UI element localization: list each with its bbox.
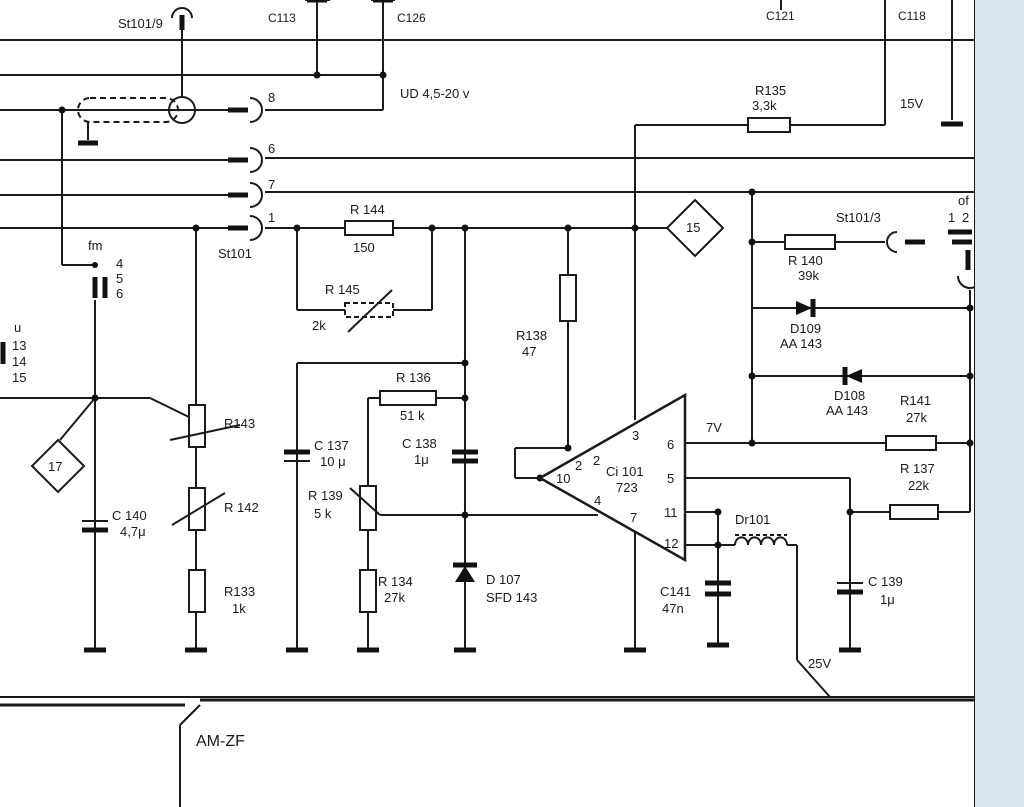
board-outline: [0, 0, 975, 807]
label-ic-pin-7: 7: [630, 510, 637, 525]
label-c126: C126: [397, 11, 426, 25]
label-ic-pin-2b: 2: [593, 453, 600, 468]
choke-dr101: [734, 534, 788, 546]
label-am-13: 13: [12, 338, 26, 353]
shielded-cable: [77, 7, 196, 140]
label-pin-6: 6: [268, 141, 275, 156]
label-ic-pin-11: 11: [664, 505, 678, 520]
label-ic-pin-2a: 2: [575, 458, 582, 473]
label-r134-name: R 134: [378, 574, 413, 589]
label-ic-pin-12: 12: [664, 536, 678, 551]
label-of: of: [958, 193, 969, 208]
label-node-15: 15: [686, 220, 700, 235]
label-r141-value: 27k: [906, 410, 927, 425]
ground-symbols: [78, 121, 963, 653]
label-switch-1: 1: [948, 210, 955, 225]
label-25v: 25V: [808, 656, 831, 671]
label-c121: C121: [766, 9, 795, 23]
capacitors: [82, 0, 863, 597]
label-ic-name: Ci 101: [606, 464, 644, 479]
label-r141-name: R141: [900, 393, 931, 408]
label-am-u: u: [14, 320, 21, 335]
label-7v: 7V: [706, 420, 722, 435]
st101-connector: [228, 97, 263, 241]
label-pin-7: 7: [268, 177, 275, 192]
label-c140-value: 4,7μ: [120, 524, 146, 539]
label-am-zf: AM-ZF: [196, 733, 245, 750]
label-r133-value: 1k: [232, 601, 246, 616]
label-r134-value: 27k: [384, 590, 405, 605]
label-c137-value: 10 μ: [320, 454, 346, 469]
page-margin-strip: [975, 0, 1024, 807]
label-c141-value: 47n: [662, 601, 684, 616]
label-dr101: Dr101: [735, 512, 770, 527]
label-c138-value: 1μ: [414, 452, 429, 467]
label-d108-value: AA 143: [826, 403, 868, 418]
label-ic-pin-4: 4: [594, 493, 601, 508]
label-c138-name: C 138: [402, 436, 437, 451]
label-fm-5: 5: [116, 271, 123, 286]
fm-switch: [92, 262, 108, 298]
label-ic-pin-3: 3: [632, 428, 639, 443]
label-ud-range: UD 4,5-20 v: [400, 86, 470, 101]
label-r139-value: 5 k: [314, 506, 332, 521]
label-r137-name: R 137: [900, 461, 935, 476]
label-r145-name: R 145: [325, 282, 360, 297]
node-markers: [30, 198, 725, 494]
label-r135-name: R135: [755, 83, 786, 98]
label-d109-name: D109: [790, 321, 821, 336]
label-ic-value: 723: [616, 480, 638, 495]
label-r137-value: 22k: [908, 478, 929, 493]
label-pin-1: 1: [268, 210, 275, 225]
circuit-schematic: St101/9 C113 C126 C121 C118 UD 4,5-20 v …: [0, 0, 975, 807]
label-r138-value: 47: [522, 344, 536, 359]
label-d109-value: AA 143: [780, 336, 822, 351]
label-r145-value: 2k: [312, 318, 326, 333]
label-switch-2: 2: [962, 210, 969, 225]
resistors: [169, 117, 939, 613]
ic-723: [537, 392, 687, 563]
label-r144-name: R 144: [350, 202, 385, 217]
label-r140-value: 39k: [798, 268, 819, 283]
label-ic-pin-5: 5: [667, 471, 674, 486]
st101-3-switch: [886, 229, 975, 289]
label-c140-name: C 140: [112, 508, 147, 523]
label-d107-name: D 107: [486, 572, 521, 587]
label-c139-value: 1μ: [880, 592, 895, 607]
label-r142: R 142: [224, 500, 259, 515]
label-c139-name: C 139: [868, 574, 903, 589]
label-fm-4: 4: [116, 256, 123, 271]
label-am-15: 15: [12, 370, 26, 385]
label-r136-value: 51 k: [400, 408, 425, 423]
label-c113: C113: [268, 11, 296, 25]
label-r136-name: R 136: [396, 370, 431, 385]
label-st101: St101: [218, 246, 252, 261]
label-r133-name: R133: [224, 584, 255, 599]
labels: St101/9 C113 C126 C121 C118 UD 4,5-20 v …: [12, 9, 969, 750]
label-d107-value: SFD 143: [486, 590, 537, 605]
label-st101-3: St101/3: [836, 210, 881, 225]
label-ic-pin-6: 6: [667, 437, 674, 452]
junction-dots: [58, 71, 974, 549]
label-ic-pin-10: 10: [556, 471, 570, 486]
label-r144-value: 150: [353, 240, 375, 255]
label-c141-name: C141: [660, 584, 691, 599]
label-c118: C118: [898, 9, 926, 23]
label-c137-name: C 137: [314, 438, 349, 453]
label-st101-9: St101/9: [118, 16, 163, 31]
label-r135-value: 3,3k: [752, 98, 777, 113]
label-node-17: 17: [48, 459, 62, 474]
diodes: [453, 299, 862, 582]
label-r139-name: R 139: [308, 488, 343, 503]
label-fm-6: 6: [116, 286, 123, 301]
label-15v: 15V: [900, 96, 923, 111]
label-r143: R143: [224, 416, 255, 431]
label-r138-name: R138: [516, 328, 547, 343]
label-am-14: 14: [12, 354, 26, 369]
label-r140-name: R 140: [788, 253, 823, 268]
label-d108-name: D108: [834, 388, 865, 403]
label-pin-8: 8: [268, 90, 275, 105]
label-fm: fm: [88, 238, 102, 253]
